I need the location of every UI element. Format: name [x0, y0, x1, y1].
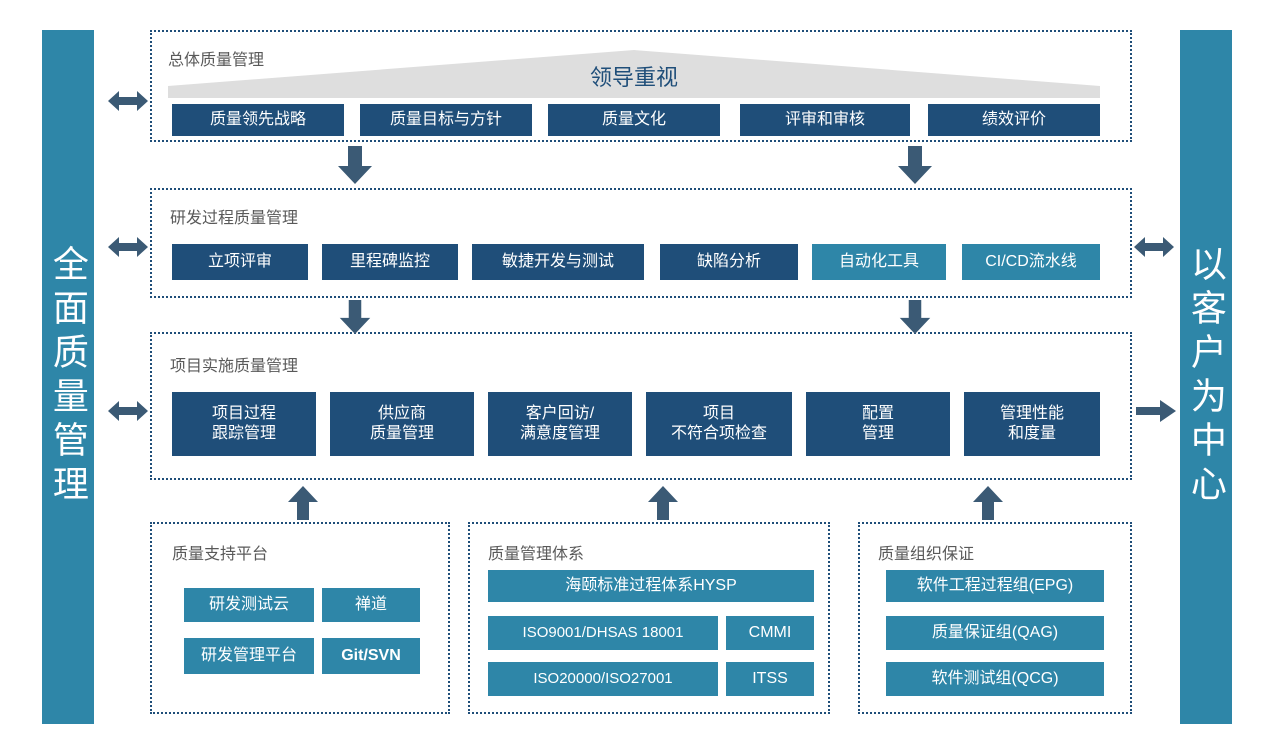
- chip-iso20000-iso27001[interactable]: ISO20000/ISO27001: [488, 662, 718, 696]
- chip-project-process-tracking[interactable]: 项目过程 跟踪管理: [172, 392, 316, 456]
- arrow-left-connector-row3-icon: [108, 398, 148, 424]
- leadership-banner: 领导重视: [168, 50, 1100, 98]
- chip-zentao[interactable]: 禅道: [322, 588, 420, 622]
- chip-epg[interactable]: 软件工程过程组(EPG): [886, 570, 1104, 602]
- arrow-up-management-system-icon: [648, 486, 678, 520]
- arrow-up-organization-icon: [973, 486, 1003, 520]
- chip-itss[interactable]: ITSS: [726, 662, 814, 696]
- chip-qcg[interactable]: 软件测试组(QCG): [886, 662, 1104, 696]
- chip-supplier-quality-management[interactable]: 供应商 质量管理: [330, 392, 474, 456]
- chip-cmmi[interactable]: CMMI: [726, 616, 814, 650]
- group-title-quality-organization-assurance: 质量组织保证: [878, 546, 975, 563]
- chip-git-svn[interactable]: Git/SVN: [322, 638, 420, 674]
- chip-rd-test-cloud[interactable]: 研发测试云: [184, 588, 314, 622]
- chip-performance-evaluation[interactable]: 绩效评价: [928, 104, 1100, 136]
- chip-defect-analysis[interactable]: 缺陷分析: [660, 244, 798, 280]
- chip-milestone-monitoring[interactable]: 里程碑监控: [322, 244, 458, 280]
- chip-automation-tools[interactable]: 自动化工具: [812, 244, 946, 280]
- chip-quality-leading-strategy[interactable]: 质量领先战略: [172, 104, 344, 136]
- group-title-rd-process-quality-management: 研发过程质量管理: [170, 210, 299, 227]
- group-title-project-implementation-quality-management: 项目实施质量管理: [170, 358, 299, 375]
- chip-quality-culture[interactable]: 质量文化: [548, 104, 720, 136]
- chip-rd-management-platform[interactable]: 研发管理平台: [184, 638, 314, 674]
- pillar-left-total-quality-management: 全面质量管理: [42, 30, 94, 724]
- chip-cicd-pipeline[interactable]: CI/CD流水线: [962, 244, 1100, 280]
- chip-agile-development-and-testing[interactable]: 敏捷开发与测试: [472, 244, 644, 280]
- arrow-down-row2-right-icon: [898, 300, 932, 334]
- arrow-down-row1-left-icon: [338, 146, 372, 184]
- chip-quality-objectives-policy[interactable]: 质量目标与方针: [360, 104, 532, 136]
- group-title-quality-management-system: 质量管理体系: [488, 546, 585, 563]
- pillar-left-label: 全面质量管理: [47, 245, 89, 509]
- chip-configuration-management[interactable]: 配置 管理: [806, 392, 950, 456]
- arrow-down-row2-left-icon: [338, 300, 372, 334]
- arrow-left-connector-row2-icon: [108, 234, 148, 260]
- chip-management-performance-metrics[interactable]: 管理性能 和度量: [964, 392, 1100, 456]
- arrow-down-row1-right-icon: [898, 146, 932, 184]
- arrow-up-support-platform-icon: [288, 486, 318, 520]
- chip-review-and-audit[interactable]: 评审和审核: [740, 104, 910, 136]
- arrow-right-connector-row3-icon: [1136, 398, 1176, 424]
- group-title-quality-support-platform: 质量支持平台: [172, 546, 269, 563]
- arrow-left-connector-row1-icon: [108, 88, 148, 114]
- leadership-banner-triangle-icon: [168, 50, 1100, 98]
- leadership-banner-label: 领导重视: [589, 65, 678, 90]
- chip-qag[interactable]: 质量保证组(QAG): [886, 616, 1104, 650]
- chip-customer-revisit-satisfaction[interactable]: 客户回访/ 满意度管理: [488, 392, 632, 456]
- chip-project-initiation-review[interactable]: 立项评审: [172, 244, 308, 280]
- chip-iso9001-dhsas18001[interactable]: ISO9001/DHSAS 18001: [488, 616, 718, 650]
- pillar-right-label: 以客户为中心: [1185, 245, 1227, 509]
- arrow-right-connector-row2-icon: [1134, 234, 1174, 260]
- chip-project-nonconformity-check[interactable]: 项目 不符合项检查: [646, 392, 792, 456]
- chip-hysp-standard-process[interactable]: 海颐标准过程体系HYSP: [488, 570, 814, 602]
- pillar-right-customer-centric: 以客户为中心: [1180, 30, 1232, 724]
- group-title-overall-quality-management: 总体质量管理: [168, 52, 265, 69]
